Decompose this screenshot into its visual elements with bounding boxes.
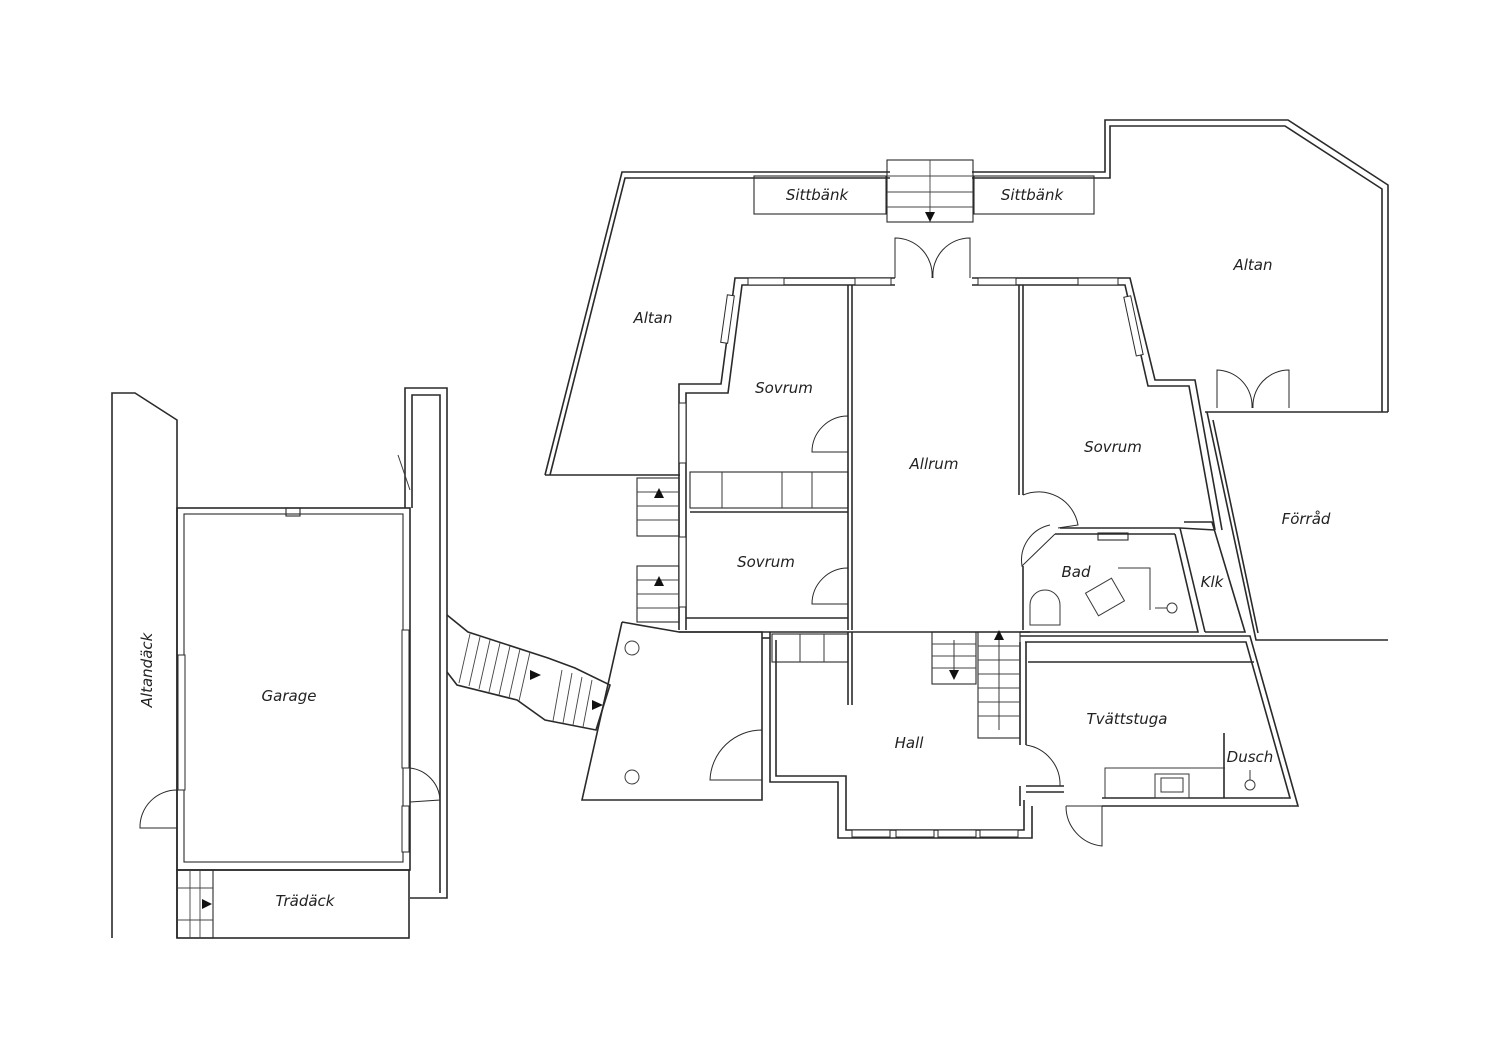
stair-arrow-up (654, 488, 664, 498)
label-tvattstuga: Tvättstuga (1087, 710, 1168, 728)
label-sittbank-right: Sittbänk (1001, 186, 1065, 204)
label-allrum: Allrum (909, 455, 959, 473)
stair-arrow-right (202, 899, 212, 909)
label-sovrum-2: Sovrum (737, 553, 795, 571)
stairs-hall-down (931, 631, 977, 685)
stair-arrow-right (530, 670, 541, 680)
stairs-left-upper (636, 477, 680, 537)
label-sovrum-1: Sovrum (755, 379, 813, 397)
windows (678, 277, 1144, 838)
label-sittbank-left: Sittbänk (786, 186, 850, 204)
stair-arrow-up (994, 630, 1004, 640)
stair-arrow-down (925, 212, 935, 222)
label-altandack: Altandäck (138, 631, 156, 708)
label-hall: Hall (895, 734, 925, 752)
label-bad: Bad (1061, 563, 1090, 581)
label-dusch: Dusch (1227, 748, 1274, 766)
bench-left (753, 175, 887, 215)
label-sovrum-3: Sovrum (1084, 438, 1142, 456)
stair-arrow-up (654, 576, 664, 586)
label-altan-right: Altan (1232, 256, 1272, 274)
bench-right (973, 175, 1095, 215)
stairs-left-lower (636, 565, 680, 623)
bath-fixtures (1029, 577, 1178, 626)
laundry-fixtures (1154, 770, 1256, 799)
label-altan-left: Altan (632, 309, 672, 327)
outdoor-stairs (446, 614, 611, 731)
label-forrad: Förråd (1282, 510, 1331, 528)
top-stairs (886, 159, 974, 223)
doors (709, 237, 1290, 847)
label-klk: Klk (1201, 573, 1225, 591)
label-garage: Garage (262, 687, 317, 705)
terrace-outline (544, 119, 1389, 476)
stair-arrow-down (949, 670, 959, 680)
stairs-hall-up (977, 630, 1021, 739)
garage-walls (111, 387, 448, 939)
stair-arrow-right (592, 700, 603, 710)
label-tradack: Trädäck (275, 892, 335, 910)
main-house-walls (581, 277, 1388, 839)
